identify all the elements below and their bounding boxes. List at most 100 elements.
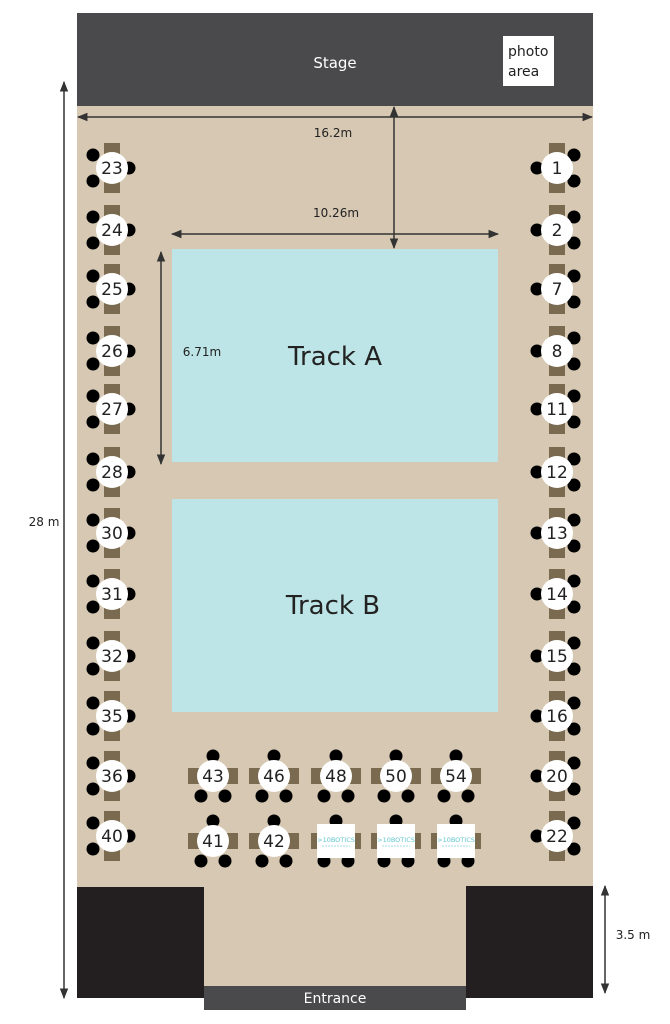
table-number: 7	[552, 280, 563, 300]
table-32[interactable]: 32	[86, 631, 136, 681]
chair	[567, 174, 581, 188]
table-1[interactable]: 1	[530, 143, 581, 193]
chair	[530, 223, 544, 237]
hall-width-label: 16.2m	[314, 126, 352, 140]
chair	[567, 816, 581, 830]
table-20[interactable]: 20	[530, 751, 581, 801]
table-14[interactable]: 14	[530, 569, 581, 619]
chair	[567, 478, 581, 492]
table-number-badge	[541, 335, 573, 367]
table-31[interactable]: 31	[86, 569, 136, 619]
chair	[86, 574, 100, 588]
table-number: 24	[101, 221, 123, 241]
table-50[interactable]: 50	[371, 749, 421, 803]
table-27[interactable]: 27	[86, 384, 136, 434]
entrance-label: Entrance	[304, 991, 367, 1007]
table-35[interactable]: 35	[86, 691, 136, 741]
table-number-badge	[96, 456, 128, 488]
table-23[interactable]: 23	[86, 143, 136, 193]
sponsor-logo: >10BOTICS	[377, 836, 415, 844]
chair	[567, 269, 581, 283]
chair	[530, 161, 544, 175]
table-number-badge	[197, 760, 229, 792]
table-30[interactable]: 30	[86, 508, 136, 558]
table-number-badge	[380, 760, 412, 792]
table-11[interactable]: 11	[530, 384, 581, 434]
chair	[255, 854, 269, 868]
entrance-corridor	[204, 886, 466, 988]
table-number-badge	[541, 700, 573, 732]
table-42[interactable]: 42	[249, 814, 299, 868]
sponsor-table[interactable]: >10BOTICS	[311, 814, 361, 868]
table-48[interactable]: 48	[311, 749, 361, 803]
sponsor-table[interactable]: >10BOTICS	[431, 814, 481, 868]
table-8[interactable]: 8	[530, 326, 581, 376]
chair	[567, 782, 581, 796]
chair	[377, 789, 391, 803]
chair	[86, 236, 100, 250]
table-43[interactable]: 43	[188, 749, 238, 803]
chair	[389, 749, 403, 763]
chair	[530, 829, 544, 843]
table-7[interactable]: 7	[530, 264, 581, 314]
table-54[interactable]: 54	[431, 749, 481, 803]
table-number-badge	[440, 760, 472, 792]
table-number: 27	[101, 400, 123, 420]
chair	[86, 174, 100, 188]
table-26[interactable]: 26	[86, 326, 136, 376]
table-2[interactable]: 2	[530, 205, 581, 255]
chair	[86, 756, 100, 770]
table-40[interactable]: 40	[86, 811, 136, 861]
chair	[194, 789, 208, 803]
table-number-badge	[541, 760, 573, 792]
sponsor-logo-card	[437, 824, 475, 858]
table-16[interactable]: 16	[530, 691, 581, 741]
chair	[530, 587, 544, 601]
sponsor-table[interactable]: >10BOTICS	[371, 814, 421, 868]
track-b-label: Track B	[285, 591, 380, 621]
chair	[567, 756, 581, 770]
chair	[530, 709, 544, 723]
chair	[86, 148, 100, 162]
table-15[interactable]: 15	[530, 631, 581, 681]
chair	[567, 148, 581, 162]
entrance-depth-label: 3.5 m	[616, 928, 651, 942]
table-28[interactable]: 28	[86, 447, 136, 497]
chair	[530, 282, 544, 296]
chair	[86, 513, 100, 527]
table-number: 12	[546, 463, 568, 483]
table-number: 20	[546, 767, 568, 787]
chair	[567, 513, 581, 527]
table-number-badge	[541, 214, 573, 246]
track-width-label: 10.26m	[313, 206, 359, 220]
chair	[567, 210, 581, 224]
table-41[interactable]: 41	[188, 814, 238, 868]
table-number-badge	[96, 700, 128, 732]
chair	[206, 814, 220, 828]
track-height-label: 6.71m	[183, 345, 221, 359]
sponsor-logo: >10BOTICS	[437, 836, 475, 844]
chair	[530, 465, 544, 479]
table-24[interactable]: 24	[86, 205, 136, 255]
table-46[interactable]: 46	[249, 749, 299, 803]
sponsor-logo: >10BOTICS	[317, 836, 355, 844]
table-number-badge	[541, 393, 573, 425]
table-22[interactable]: 22	[530, 811, 581, 861]
table-13[interactable]: 13	[530, 508, 581, 558]
table-number: 8	[552, 342, 563, 362]
table-number: 35	[101, 707, 123, 727]
chair	[86, 696, 100, 710]
table-number-badge	[541, 820, 573, 852]
chair	[86, 600, 100, 614]
table-number: 41	[202, 832, 224, 852]
corner-block-left	[77, 887, 204, 998]
chair	[567, 415, 581, 429]
table-12[interactable]: 12	[530, 447, 581, 497]
table-number: 28	[101, 463, 123, 483]
table-25[interactable]: 25	[86, 264, 136, 314]
table-36[interactable]: 36	[86, 751, 136, 801]
table-number-badge	[96, 335, 128, 367]
hall-length-label: 28 m	[29, 515, 60, 529]
chair	[567, 452, 581, 466]
table-number-badge	[96, 640, 128, 672]
